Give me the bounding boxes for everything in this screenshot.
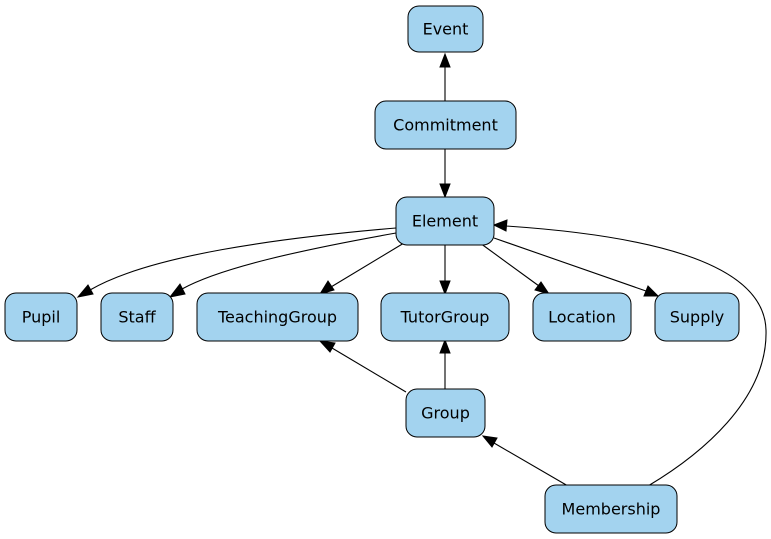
node-label-location: Location [548,308,616,327]
arrowhead-element-supply [643,285,660,297]
node-label-commitment: Commitment [393,116,498,135]
edge-element-teachinggroup [330,242,405,288]
edge-element-pupil [89,227,397,291]
node-staff[interactable]: Staff [100,292,174,342]
node-label-supply: Supply [670,308,725,327]
edge-element-supply [493,237,647,292]
arrowhead-commitment-event [439,52,451,68]
node-tutorgroup[interactable]: TutorGroup [380,292,510,342]
arrowhead-membership-group [481,435,498,448]
node-label-membership: Membership [562,500,661,519]
node-label-event: Event [423,20,469,39]
node-teachinggroup[interactable]: TeachingGroup [196,292,359,342]
arrowhead-group-tutorgroup [439,338,451,354]
edge-membership-group [493,442,569,487]
arrowhead-element-teachinggroup [318,280,335,295]
node-pupil[interactable]: Pupil [4,292,78,342]
arrowhead-element-location [534,281,551,295]
arrowhead-element-tutorgroup [439,280,451,296]
node-label-tutorgroup: TutorGroup [400,308,490,327]
arrowhead-membership-element [492,219,508,232]
node-label-element: Element [412,212,478,231]
node-supply[interactable]: Supply [654,292,740,342]
edges [76,52,767,487]
arrowhead-element-staff [168,283,186,298]
node-event[interactable]: Event [407,5,484,53]
node-label-staff: Staff [118,308,156,327]
arrowhead-commitment-element [439,183,451,199]
edge-group-teachinggroup [331,347,407,393]
nodes: Event Commitment Element Pupil Staff Tea… [4,5,740,534]
node-location[interactable]: Location [532,292,632,342]
edge-membership-element [505,225,767,487]
edge-element-staff [181,232,397,290]
node-label-group: Group [421,404,470,423]
arrowhead-group-teachinggroup [318,340,336,353]
node-element[interactable]: Element [395,196,495,246]
node-commitment[interactable]: Commitment [374,100,517,150]
arrowhead-element-pupil [76,284,94,298]
node-group[interactable]: Group [405,388,486,438]
edge-element-location [479,242,540,287]
node-label-teachinggroup: TeachingGroup [217,308,337,327]
node-membership[interactable]: Membership [544,484,678,534]
node-label-pupil: Pupil [22,308,61,327]
